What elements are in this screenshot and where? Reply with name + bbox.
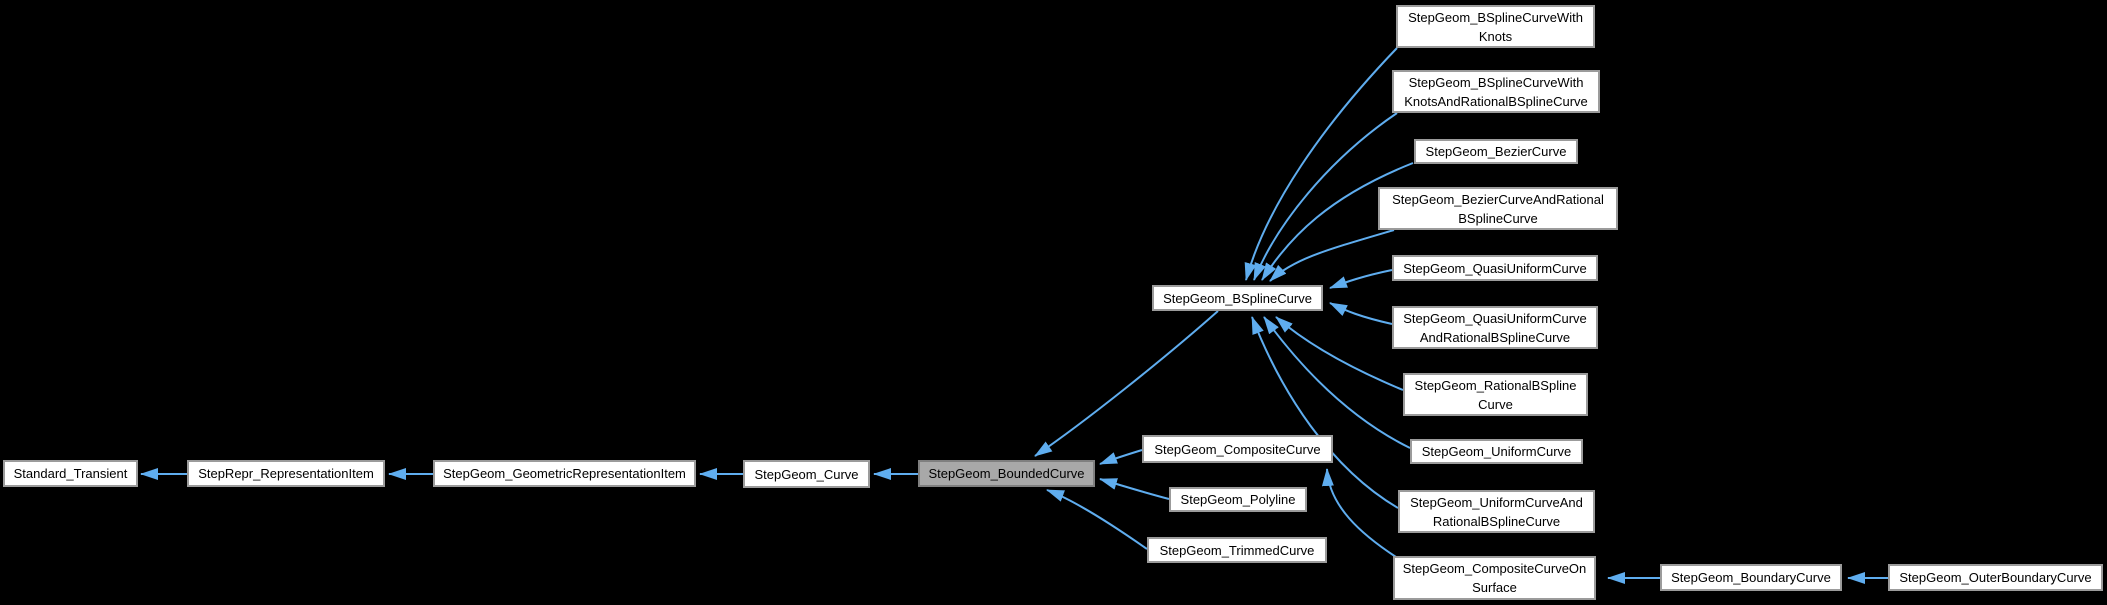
node-label: KnotsAndRationalBSplineCurve xyxy=(1404,93,1588,109)
edge-stepgeom-trimmedcurve--stepgeom-boundedcurve xyxy=(1046,489,1148,550)
node-label: Standard_Transient xyxy=(13,466,128,481)
node-label: StepGeom_Polyline xyxy=(1180,492,1296,507)
node-label: StepGeom_BSplineCurveWith xyxy=(1408,74,1584,90)
node-label: StepGeom_UniformCurve xyxy=(1421,444,1572,459)
node-stepgeom-beziercurve[interactable]: StepGeom_BezierCurve xyxy=(1414,139,1578,164)
edge-stepgeom-beziercurve--stepgeom-bsplinecurve xyxy=(1261,162,1414,281)
node-label: StepGeom_CompositeCurve xyxy=(1154,441,1321,457)
node-label: StepGeom_UniformCurveAnd xyxy=(1410,494,1583,510)
node-label: StepGeom_BoundaryCurve xyxy=(1671,570,1831,585)
node-stepgeom-uniformcurve[interactable]: StepGeom_UniformCurve xyxy=(1410,439,1583,464)
edge-stepgeom-uniformcurveandrationalbsplinecurve--stepgeom-bsplinecurve xyxy=(1251,316,1399,509)
edge-stepgeom-quasiuniformcurve--stepgeom-bsplinecurve xyxy=(1329,269,1393,289)
node-label: StepGeom_CompositeCurveOn xyxy=(1402,561,1587,576)
node-label: StepGeom_BSplineCurveWith xyxy=(1408,9,1583,25)
node-label: StepGeom_QuasiUniformCurve xyxy=(1403,260,1587,276)
edge-stepgeom-bsplinecurvewithknots--stepgeom-bsplinecurve xyxy=(1244,47,1398,281)
node-stepgeom-bsplinecurve[interactable]: StepGeom_BSplineCurve xyxy=(1152,285,1323,311)
node-label: StepGeom_GeometricRepresentationItem xyxy=(443,466,686,481)
edge-stepgeom-compositecurve--stepgeom-boundedcurve xyxy=(1099,449,1143,465)
node-stepgeom-curve[interactable]: StepGeom_Curve xyxy=(743,460,870,488)
node-stepgeom-geometricrepresentationitem[interactable]: StepGeom_GeometricRepresentationItem xyxy=(433,460,696,487)
node-label: Surface xyxy=(1472,580,1517,595)
node-steprepr-representationitem[interactable]: StepRepr_RepresentationItem xyxy=(187,460,385,487)
edge-stepgeom-compositecurveonsurface--stepgeom-compositecurve xyxy=(1321,468,1397,558)
edge-group xyxy=(140,47,1888,584)
node-label: StepRepr_RepresentationItem xyxy=(198,466,374,481)
node-label: StepGeom_BezierCurve xyxy=(1425,144,1567,159)
node-label: StepGeom_RationalBSpline xyxy=(1414,377,1577,393)
node-stepgeom-compositecurve[interactable]: StepGeom_CompositeCurve xyxy=(1142,435,1333,463)
node-label: StepGeom_OuterBoundaryCurve xyxy=(1899,570,2092,585)
node-label: StepGeom_Curve xyxy=(754,466,859,482)
node-stepgeom-outerboundarycurve[interactable]: StepGeom_OuterBoundaryCurve xyxy=(1888,564,2103,591)
node-label: StepGeom_BoundedCurve xyxy=(928,466,1085,481)
node-label: StepGeom_BSplineCurve xyxy=(1163,290,1312,306)
node-stepgeom-boundedcurve: StepGeom_BoundedCurve xyxy=(918,460,1095,487)
node-label: StepGeom_QuasiUniformCurve xyxy=(1403,310,1587,326)
node-label: Knots xyxy=(1478,28,1513,44)
edge-stepgeom-quasiuniformcurveandrationalbsplinecurve--stepgeom-bsplinecurve xyxy=(1329,302,1393,325)
edge-stepgeom-polyline--stepgeom-boundedcurve xyxy=(1099,478,1170,500)
node-stepgeom-polyline[interactable]: StepGeom_Polyline xyxy=(1169,487,1307,512)
edge-stepgeom-uniformcurve--stepgeom-bsplinecurve xyxy=(1263,316,1411,449)
edge-stepgeom-bsplinecurve--stepgeom-boundedcurve xyxy=(1034,310,1219,457)
node-stepgeom-trimmedcurve[interactable]: StepGeom_TrimmedCurve xyxy=(1147,537,1327,563)
node-label: BSplineCurve xyxy=(1458,210,1538,226)
edge-stepgeom-rationalbsplinecurve--stepgeom-bsplinecurve xyxy=(1275,316,1404,391)
node-label: Curve xyxy=(1478,396,1513,412)
node-label: StepGeom_BezierCurveAndRational xyxy=(1392,191,1604,207)
node-label: AndRationalBSplineCurve xyxy=(1419,329,1571,345)
node-standard-transient[interactable]: Standard_Transient xyxy=(3,460,138,487)
node-stepgeom-boundarycurve[interactable]: StepGeom_BoundaryCurve xyxy=(1660,564,1842,591)
node-stepgeom-quasiuniformcurve[interactable]: StepGeom_QuasiUniformCurve xyxy=(1392,255,1598,281)
edge-stepgeom-bsplinecurvewithknotsandrationalbsplinecurve--stepgeom-bsplinecurve xyxy=(1253,112,1398,281)
edge-stepgeom-beziercurveandrationalbsplinecurve--stepgeom-bsplinecurve xyxy=(1269,229,1395,282)
node-label: RationalBSplineCurve xyxy=(1432,513,1561,529)
node-label: StepGeom_TrimmedCurve xyxy=(1159,542,1315,558)
